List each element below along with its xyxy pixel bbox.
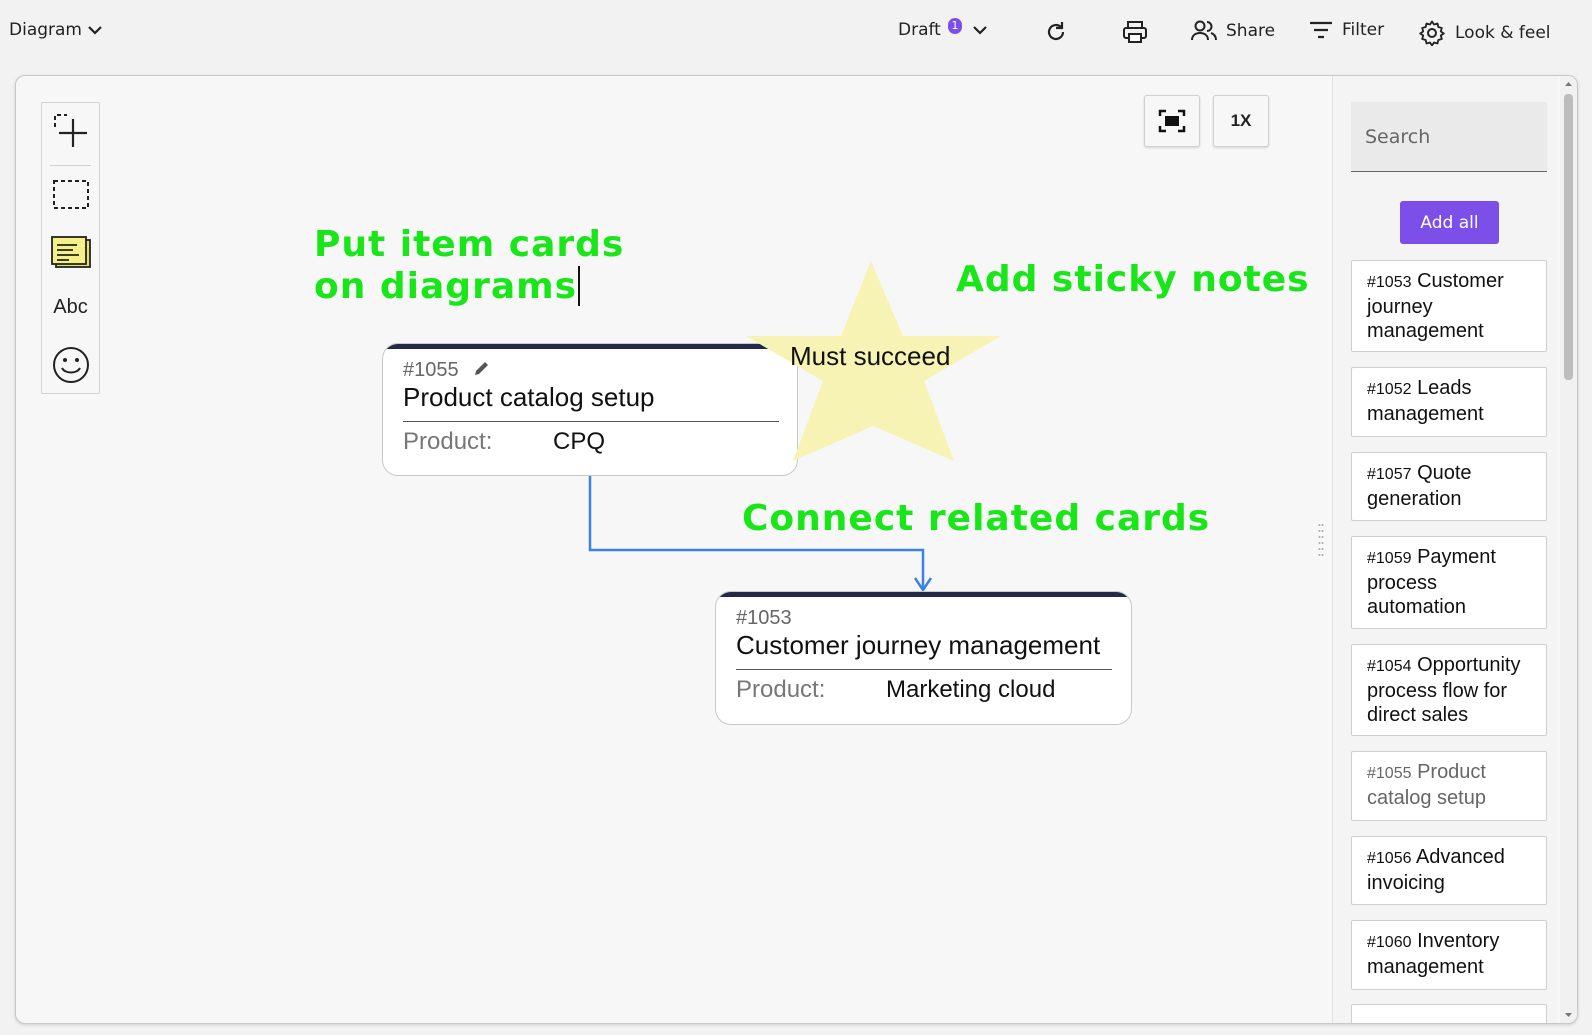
sidebar-item-1057[interactable]: #1057 Quote generation (1351, 452, 1547, 521)
share-button[interactable]: Share (1190, 20, 1275, 42)
draft-menu[interactable]: Draft 1 (898, 18, 989, 40)
star-shape (746, 261, 1001, 461)
card-field-value: Marketing cloud (886, 676, 1056, 703)
annotation-connect-cards: Connect related cards (742, 498, 1211, 539)
sidebar-item-1053[interactable]: #1053 Customer journey management (1351, 260, 1547, 352)
people-icon (1191, 20, 1217, 41)
item-number: #1052 (1367, 381, 1412, 398)
sidebar-item-1052[interactable]: #1052 Leads management (1351, 367, 1547, 437)
item-title: Quote generation (1367, 462, 1472, 510)
card-field-label: Product: (736, 676, 826, 703)
diagram-canvas[interactable]: Abc 1X Put item cards on diagrams Add st… (16, 76, 1331, 1023)
item-title: Leads management (1367, 377, 1484, 425)
item-number: #1060 (1367, 934, 1412, 951)
item-title: Payment process automation (1367, 546, 1496, 618)
item-title: Opportunity process flow for direct sale… (1367, 654, 1521, 726)
annotation-sticky-notes: Add sticky notes (956, 259, 1310, 300)
print-button[interactable] (1122, 20, 1148, 44)
sidebar-item-next[interactable] (1351, 1004, 1547, 1023)
diagram-toolbox: Abc (41, 102, 100, 394)
sidebar-item-1056[interactable]: #1056 Advanced invoicing (1351, 836, 1547, 905)
item-title: Advanced invoicing (1367, 846, 1505, 894)
dashed-rectangle-icon (52, 180, 89, 209)
card-top-border (716, 592, 1131, 597)
refresh-icon (1047, 22, 1065, 41)
chevron-down-icon (973, 26, 987, 35)
card-divider (736, 669, 1112, 670)
item-number: #1054 (1367, 658, 1412, 675)
scroll-up-icon[interactable] (1560, 78, 1577, 90)
sidebar-item-1059[interactable]: #1059 Payment process automation (1351, 536, 1547, 629)
top-bar: Diagram Draft 1 Share Filter Look & feel (0, 0, 1592, 64)
fit-to-screen-button[interactable] (1144, 95, 1200, 147)
look-feel-label: Look & feel (1455, 23, 1551, 43)
card-field-label: Product: (403, 428, 493, 455)
card-title: Product catalog setup (403, 382, 655, 412)
sticky-note-icon (50, 236, 91, 268)
print-icon (1123, 21, 1147, 43)
card-number: #1055 (403, 359, 459, 381)
text-cursor (578, 266, 581, 306)
item-title: Customer journey management (1367, 270, 1504, 342)
select-area-tool[interactable] (42, 179, 99, 211)
item-title: Product catalog setup (1367, 761, 1486, 809)
sidebar-scrollbar[interactable] (1560, 76, 1577, 1023)
connector-arrow[interactable] (16, 76, 1331, 1023)
view-menu-label: Diagram (9, 20, 82, 40)
card-divider (403, 421, 779, 422)
draft-count-badge: 1 (948, 18, 962, 34)
filter-icon (1310, 21, 1332, 39)
add-selection-icon (53, 114, 87, 147)
annotation-line-2: on diagrams (314, 266, 624, 308)
item-card-1055[interactable]: #1055 Product catalog setup Product: CPQ (382, 343, 798, 476)
pencil-icon[interactable] (473, 359, 491, 377)
share-label: Share (1226, 21, 1276, 41)
toolbox-divider (50, 165, 91, 166)
emoji-tool[interactable] (42, 345, 99, 385)
scrollbar-thumb[interactable] (1564, 94, 1573, 380)
diagram-panel: Abc 1X Put item cards on diagrams Add st… (15, 75, 1578, 1024)
search-input[interactable]: Search (1351, 102, 1547, 172)
gear-icon (1419, 20, 1445, 46)
item-card-1053[interactable]: #1053 Customer journey management Produc… (715, 591, 1132, 725)
sticky-note-tool[interactable] (42, 235, 99, 269)
smiley-icon (52, 347, 89, 383)
look-feel-button[interactable]: Look & feel (1419, 20, 1551, 46)
scroll-down-icon[interactable] (1560, 1009, 1577, 1021)
zoom-level-button[interactable]: 1X (1213, 95, 1269, 147)
diagram-view-menu[interactable]: Diagram (9, 20, 104, 40)
resize-grip-icon[interactable] (1318, 521, 1324, 561)
item-number: #1056 (1367, 850, 1412, 867)
sidebar-item-1060[interactable]: #1060 Inventory management (1351, 920, 1547, 990)
item-number: #1055 (1367, 765, 1412, 782)
filter-button[interactable]: Filter (1309, 20, 1384, 40)
filter-label: Filter (1342, 20, 1385, 40)
item-sidebar: Search Add all #1053 Customer journey ma… (1332, 76, 1558, 1023)
annotation-line-1: Put item cards (314, 224, 625, 265)
annotation-line-2-text: on diagrams (314, 266, 578, 307)
item-title: Inventory management (1367, 930, 1500, 978)
sticky-note-text: Must succeed (790, 341, 951, 371)
item-number: #1059 (1367, 550, 1412, 567)
draft-label: Draft (898, 20, 941, 40)
sidebar-item-1055[interactable]: #1055 Product catalog setup (1351, 751, 1547, 821)
card-title: Customer journey management (736, 630, 1101, 660)
annotation-put-cards: Put item cards on diagrams (314, 224, 624, 308)
add-all-button[interactable]: Add all (1400, 201, 1499, 244)
star-sticky-note[interactable] (741, 256, 1011, 471)
fit-screen-icon (1158, 109, 1186, 133)
card-field-value: CPQ (553, 428, 606, 455)
item-number: #1053 (1367, 274, 1412, 291)
chevron-down-icon (88, 26, 102, 35)
item-number: #1057 (1367, 466, 1412, 483)
refresh-button[interactable] (1044, 20, 1068, 44)
text-tool[interactable]: Abc (53, 296, 88, 318)
card-top-border (383, 344, 797, 349)
sidebar-item-1054[interactable]: #1054 Opportunity process flow for direc… (1351, 644, 1547, 736)
card-number: #1053 (736, 607, 792, 629)
add-element-tool[interactable] (42, 111, 99, 151)
